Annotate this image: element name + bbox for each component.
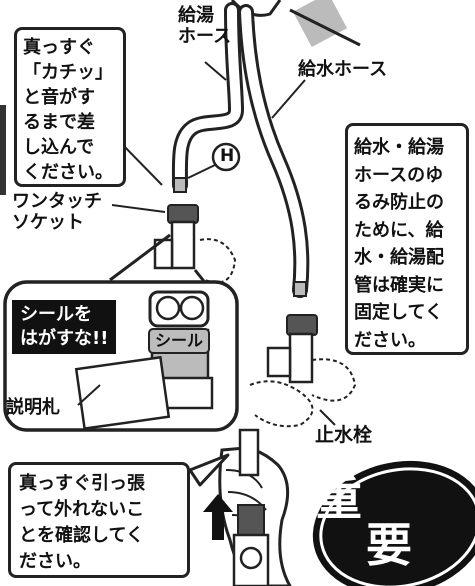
pulled-hose [238,428,260,477]
h-mark-label: H [220,146,235,166]
important-badge [312,460,475,586]
manual-tag-card [74,355,171,430]
zoom-valve-lower [158,376,214,410]
fix-pipes-callout: 給水・給湯 ホースのゆ るみ防止の ために、給 水・給湯配 管は確実に 固定して… [345,123,469,355]
stop-valve-leader [319,409,336,426]
wall-pipe-edge [289,8,361,47]
manual-tag-label: 説明札 [6,397,60,418]
side-bar [0,105,6,195]
seal-sticker-label: シール [148,328,211,355]
stop-valve-label: 止水栓 [315,424,373,446]
cold-hose-fill [241,7,307,295]
badge-char-2: 要 [366,518,412,572]
manual-tag-leader [77,384,101,406]
one-touch-leader [111,204,166,213]
hot-valve-dashed [199,238,237,284]
zoom-socket-hole-2 [179,295,205,321]
cold-hose-label: 給水ホース [298,59,388,80]
cold-hose-leader [271,79,306,119]
zoom-socket-hole-1 [155,295,181,321]
stop-valve-dashed [249,380,314,428]
pull-callout-tail [188,453,230,487]
zoom-line-top [109,233,171,282]
insert-instruction-text: 真っすぐ 「カチッ」 と音がす るまで差 し込んで ください。 [23,37,113,183]
bottom-socket [237,504,265,536]
pull-check-text: 真っすぐ引っ張 って外れないこ とを確認してく ださい。 [19,473,145,572]
pull-check-callout: 真っすぐ引っ張 って外れないこ とを確認してく ださい。 [8,462,190,578]
cold-hose-tip [293,281,307,297]
insert-instruction-callout: 真っすぐ 「カチッ」 と音がす るまで差 し込んで ください。 [14,27,126,187]
hot-valve-body [170,220,196,270]
cold-valve-dashed [311,358,357,402]
h-mark-circle [211,142,241,172]
hot-socket-top [167,204,199,224]
pull-arrow [203,494,233,540]
hot-hose-tip [173,177,187,193]
hot-valve-side [153,238,174,270]
one-touch-socket-label: ワンタッチ ソケット [12,191,102,233]
cold-valve-side [266,346,292,378]
hot-hose-leader [204,61,227,81]
cold-socket-top [286,314,318,336]
fix-pipes-text: 給水・給湯 ホースのゆ るみ防止の ために、給 水・給湯配 管は確実に 固定して… [354,137,444,351]
hot-hose-label: 給湯 ホース [178,5,232,47]
h-mark-leader [187,164,216,179]
badge-char-1: 重 [316,472,362,526]
wall-pipe [292,0,348,48]
bottom-valve-hole [239,546,263,570]
cold-valve-body [288,332,314,384]
hot-hose-fill [174,5,242,190]
seal-warning-banner: シールを はがすな!! [12,300,117,354]
